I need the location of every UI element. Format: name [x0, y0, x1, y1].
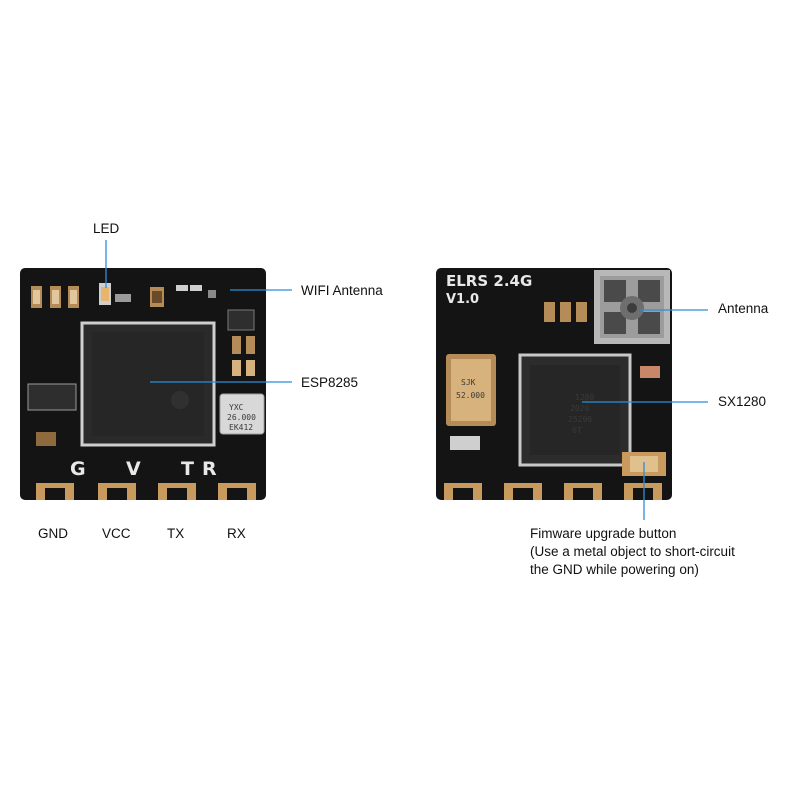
sx1280-mark-2: 2020: [570, 404, 589, 413]
left-capacitor: [36, 432, 56, 446]
left-crystal-mark-1: YXC: [229, 403, 244, 412]
label-esp8285: ESP8285: [301, 375, 358, 390]
right-top-components: [544, 302, 660, 378]
sx1280-mark-1: 1280: [575, 393, 594, 402]
right-annotations: Antenna SX1280 Fimware upgrade button (U…: [530, 301, 769, 577]
silk-r: R: [202, 458, 217, 480]
label-gnd: GND: [38, 526, 68, 541]
left-top-components: [31, 285, 216, 308]
silk-g: G: [70, 458, 86, 480]
left-crystal-mark-2: 26.000: [227, 413, 256, 422]
label-antenna: Antenna: [718, 301, 769, 316]
label-tx: TX: [167, 526, 184, 541]
label-led: LED: [93, 221, 120, 236]
label-firmware-button: Fimware upgrade button: [530, 526, 676, 541]
right-crystal: SJK 52.000: [446, 354, 496, 426]
left-annotations: LED WIFI Antenna ESP8285 GND VCC TX RX: [38, 221, 383, 541]
label-button-note-1: (Use a metal object to short-circuit: [530, 544, 735, 559]
left-board: YXC 26.000 EK412 G V T R: [20, 268, 266, 500]
left-regulator: [27, 383, 77, 411]
label-wifi-antenna: WIFI Antenna: [301, 283, 383, 298]
left-crystal-mark-3: EK412: [229, 423, 253, 432]
left-crystal: YXC 26.000 EK412: [219, 393, 265, 435]
right-crystal-mark-2: 52.000: [456, 391, 485, 400]
esp8285-chip: [80, 321, 216, 447]
right-small-part: [450, 436, 480, 450]
sx1280-mark-4: 6T: [572, 426, 582, 435]
silk-elrs-title: ELRS 2.4G: [446, 272, 532, 290]
silk-t: T: [181, 458, 194, 480]
silk-version: V1.0: [446, 292, 479, 307]
silk-v: V: [126, 458, 141, 480]
right-board: ELRS 2.4G V1.0 SJK 52.000: [436, 268, 672, 500]
right-crystal-mark-1: SJK: [461, 378, 476, 387]
antenna-connector: [594, 270, 670, 344]
sx1280-chip: 1280 2020 25296 6T: [518, 353, 632, 467]
led-component: [99, 283, 111, 305]
left-right-components: [227, 309, 255, 376]
label-vcc: VCC: [102, 526, 131, 541]
right-pads: [444, 483, 662, 500]
left-pads: [36, 483, 256, 500]
label-rx: RX: [227, 526, 246, 541]
sx1280-mark-3: 25296: [568, 415, 592, 424]
label-button-note-2: the GND while powering on): [530, 562, 699, 577]
label-sx1280: SX1280: [718, 394, 766, 409]
